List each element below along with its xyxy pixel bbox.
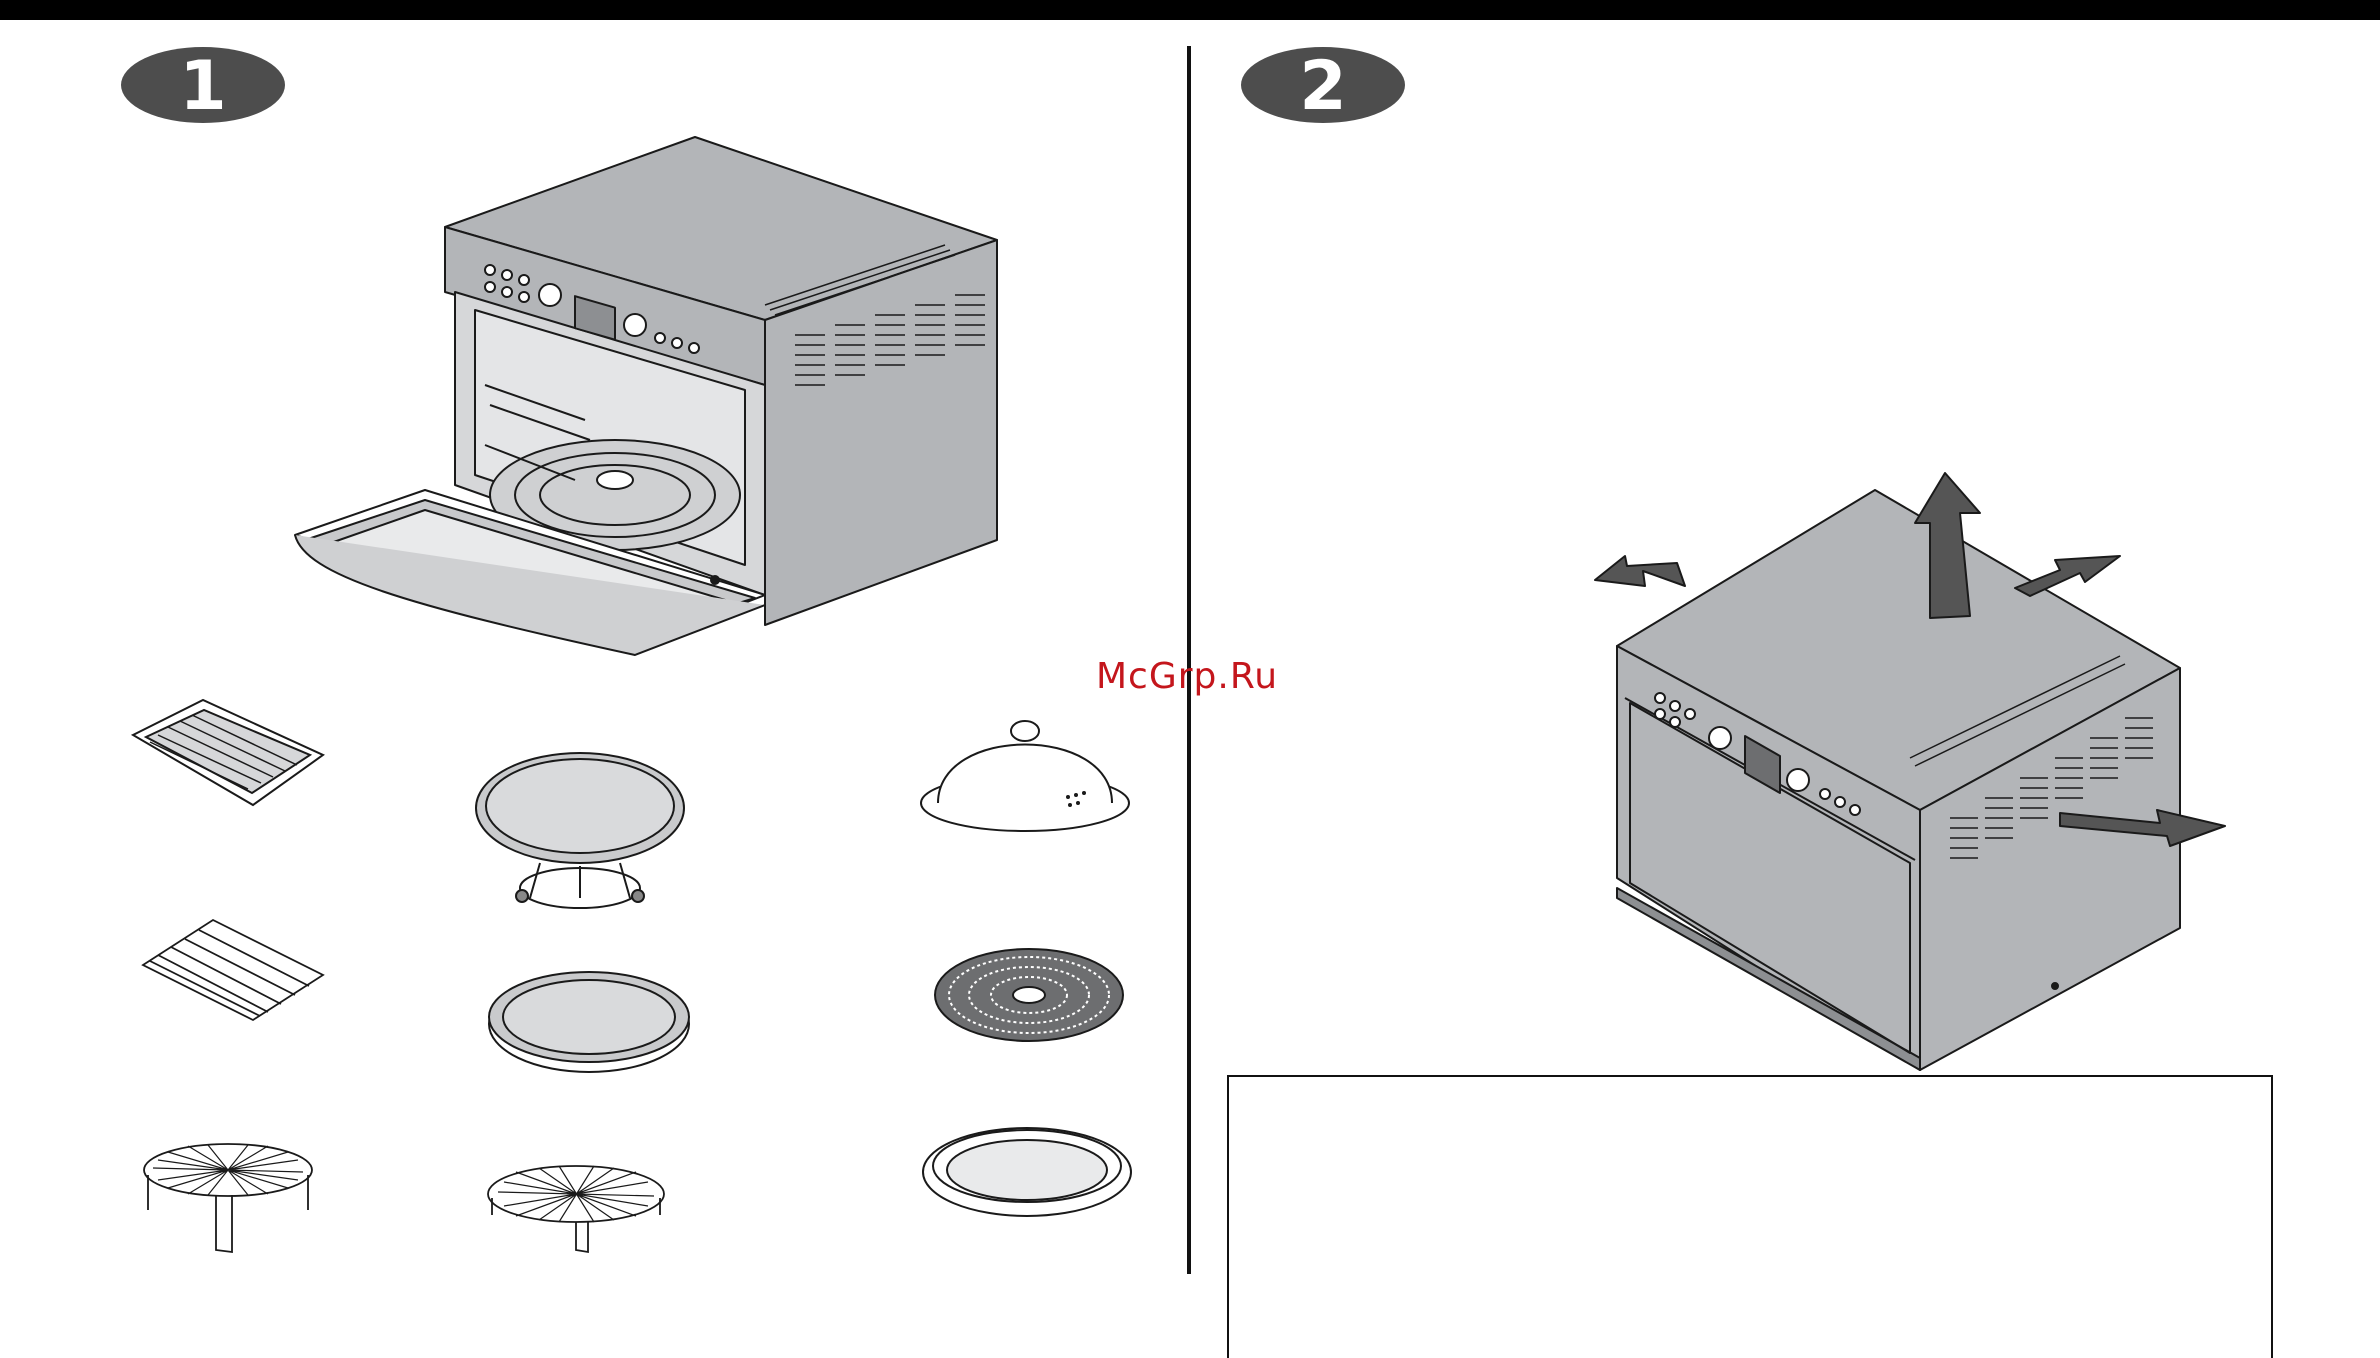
perforated-plate-icon <box>932 945 1127 1045</box>
top-black-bar <box>0 0 2380 20</box>
round-tray-icon <box>920 1120 1135 1220</box>
step-1-badge: 1 <box>120 46 286 124</box>
crisp-pan-icon <box>484 962 694 1077</box>
dome-cover-icon <box>918 705 1133 835</box>
step-2-number: 2 <box>1299 47 1346 124</box>
baking-tray <box>128 695 328 815</box>
crisp-pan <box>484 962 694 1077</box>
step-1-number: 1 <box>179 47 226 124</box>
round-tray <box>920 1120 1135 1220</box>
watermark-text: McGrp.Ru <box>1096 656 1278 697</box>
low-round-rack <box>484 1160 669 1260</box>
turntable-plate-icon <box>470 748 690 918</box>
baking-tray-icon <box>128 695 328 815</box>
wire-rack <box>138 915 328 1025</box>
note-box <box>1227 1075 2273 1358</box>
step-2-badge: 2 <box>1240 46 1406 124</box>
closed-oven-ventilation-illustration <box>1585 468 2235 1068</box>
dome-cover <box>918 705 1133 835</box>
turntable-plate <box>470 748 690 918</box>
open-oven-illustration <box>285 135 1005 695</box>
low-round-rack-icon <box>484 1160 669 1260</box>
wire-rack-icon <box>138 915 328 1025</box>
perforated-plate <box>932 945 1127 1045</box>
high-round-rack-icon <box>138 1140 318 1260</box>
high-round-rack <box>138 1140 318 1260</box>
